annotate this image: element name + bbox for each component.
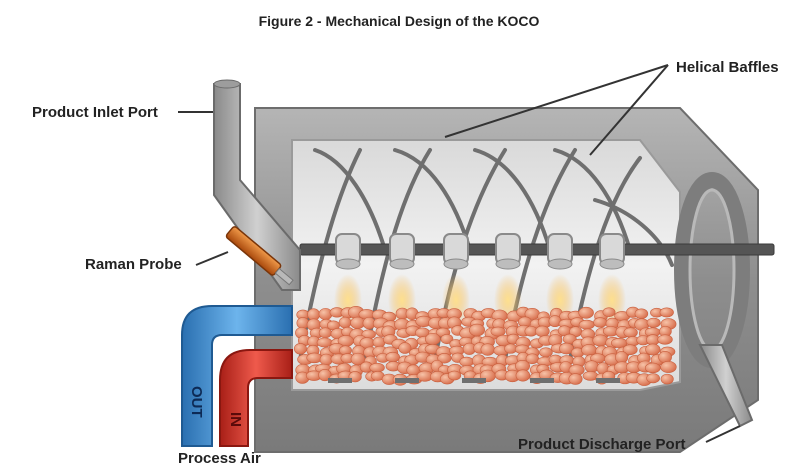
label-process-air: Process Air — [178, 450, 261, 467]
product-particle — [634, 308, 649, 320]
product-particle — [425, 332, 441, 346]
product-particle — [515, 369, 531, 382]
product-particle — [437, 353, 452, 364]
product-particle — [316, 337, 333, 348]
product-particle — [645, 343, 661, 356]
product-particle — [660, 373, 674, 385]
product-particle — [480, 343, 495, 356]
product-particle — [398, 342, 412, 354]
product-particle — [646, 373, 660, 384]
shaft — [299, 243, 775, 256]
product-particle — [578, 306, 594, 319]
product-particle — [623, 327, 638, 338]
product-particle — [440, 333, 454, 345]
product-particle — [535, 325, 550, 337]
product-particle — [622, 344, 638, 356]
product-particle — [369, 362, 385, 373]
label-helical-baffles: Helical Baffles — [676, 59, 779, 76]
product-inlet-pipe — [213, 83, 301, 291]
figure-title: Figure 2 - Mechanical Design of the KOCO — [258, 13, 540, 29]
product-particle — [293, 343, 307, 355]
product-particle — [338, 316, 352, 329]
pipe-label-in: IN — [227, 412, 244, 427]
product-particle — [568, 373, 583, 385]
label-product-discharge-port: Product Discharge Port — [518, 436, 686, 453]
product-particle — [385, 351, 400, 363]
shaft-nozzles — [335, 233, 625, 270]
product-bed — [293, 305, 677, 386]
product-particle — [602, 307, 616, 318]
product-particle — [306, 352, 323, 364]
product-particle — [659, 307, 674, 318]
product-particle — [584, 360, 600, 373]
label-raman-probe: Raman Probe — [85, 256, 182, 273]
product-particle — [490, 326, 506, 337]
product-particle — [578, 319, 595, 330]
product-particle — [469, 323, 485, 337]
product-particle — [459, 356, 474, 367]
product-particle — [318, 369, 332, 382]
leader-lines — [178, 64, 741, 443]
product-particle — [350, 316, 366, 330]
air-out-pipe — [181, 305, 293, 447]
product-particle — [646, 317, 661, 328]
product-particle — [539, 347, 553, 358]
product-particle — [657, 334, 673, 345]
air-in-pipe — [219, 349, 293, 447]
discharge-pipe — [698, 344, 754, 428]
product-particle — [319, 353, 333, 366]
product-particle — [644, 362, 661, 374]
product-particle — [593, 317, 608, 328]
product-particle — [318, 327, 332, 339]
label-product-inlet-port: Product Inlet Port — [32, 104, 158, 121]
product-particle — [447, 370, 462, 381]
product-particle — [660, 361, 677, 373]
pipe-label-out: OUT — [188, 386, 205, 418]
raman-probe — [225, 226, 294, 286]
